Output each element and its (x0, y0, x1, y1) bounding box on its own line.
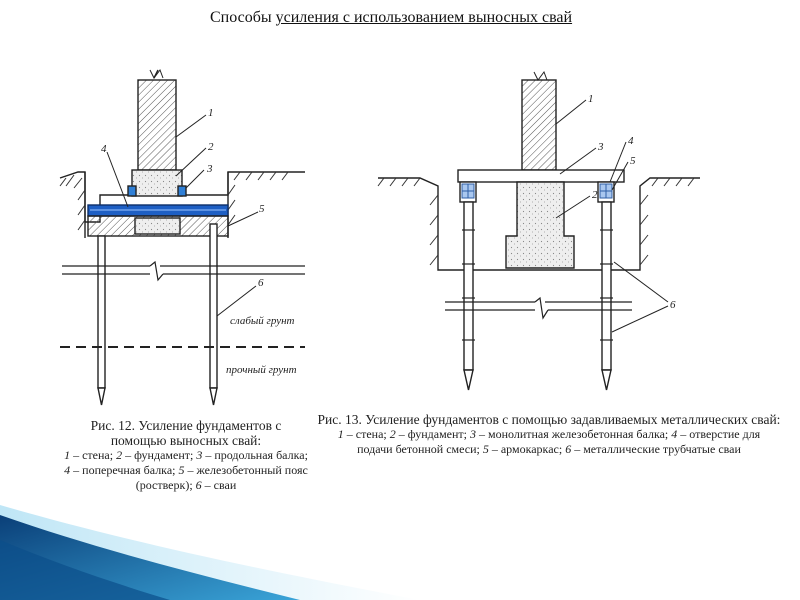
figure-13 (377, 70, 700, 391)
pile-left (463, 201, 474, 371)
monolithic-beam (457, 169, 625, 183)
decorative-wave (0, 505, 420, 600)
figure-12-caption: Рис. 12. Усиление фундаментов с помощью … (64, 418, 308, 492)
slide-title: Способы усиления с использованием выносн… (210, 9, 573, 26)
label-2: 2 (592, 189, 598, 201)
figure-13-caption: Рис. 13. Усиление фундаментов с помощью … (317, 412, 781, 456)
pile-right (209, 223, 218, 389)
label-weak-soil: слабый грунт (230, 315, 295, 327)
figure-13-labels: 1 3 4 5 2 6 (588, 93, 676, 311)
label-3: 3 (597, 141, 604, 153)
label-strong-soil: прочный грунт (226, 364, 297, 376)
figure-12-labels: 1 2 3 4 5 6 слабый грунт прочный грунт (101, 107, 297, 376)
pile-right (601, 201, 612, 371)
wall (521, 79, 557, 171)
label-1: 1 (588, 93, 594, 105)
label-5: 5 (259, 203, 265, 215)
break-line (62, 260, 305, 282)
label-3: 3 (206, 163, 213, 175)
figure-12 (59, 68, 305, 406)
label-6: 6 (258, 277, 264, 289)
label-6: 6 (670, 299, 676, 311)
foundation (131, 169, 183, 197)
label-1: 1 (208, 107, 214, 119)
break-line (445, 296, 632, 320)
label-5: 5 (630, 155, 636, 167)
label-4: 4 (628, 135, 634, 147)
pile-left (97, 235, 106, 389)
label-2: 2 (208, 141, 214, 153)
wall (137, 79, 177, 171)
foundation (505, 181, 575, 269)
label-4: 4 (101, 143, 107, 155)
ground-line (378, 177, 700, 271)
